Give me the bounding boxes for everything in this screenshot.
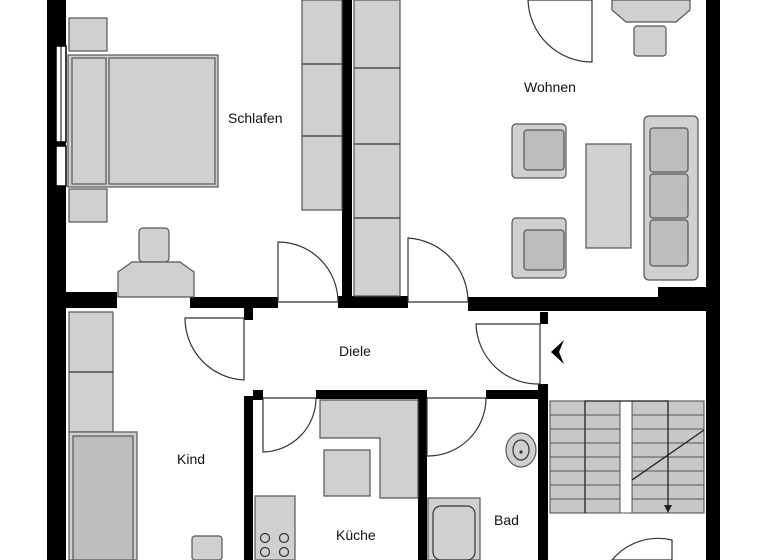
wall-entry-stub [540,312,548,324]
bathroom-sink-basin [512,439,530,461]
door-kueche [262,397,317,453]
room-label-kueche: Küche [336,527,376,543]
wall-diele-top-center [338,296,408,308]
stair-break-line [631,429,705,481]
door-kind [184,317,245,381]
dining-chair [633,25,667,57]
wall-schlafen-bottom-left [47,292,117,308]
wall-kind-top-stub [244,308,253,320]
bed-mattress [108,57,216,185]
door-wohnen [407,237,469,303]
wall-kueche-top [316,390,426,399]
sofa-cushion-1 [649,127,689,173]
room-kueche: Küche [254,399,419,560]
entrance-arrow-icon [551,340,564,364]
wall-bad-top [486,390,538,399]
nightstand-top [68,17,108,52]
outer-wall-right [706,0,720,560]
door-wohnen-top [527,0,593,63]
bathtub [427,497,481,560]
room-bad: Bad [427,432,537,560]
door-stair-lower [611,537,673,560]
sofa-cushion-2 [649,173,689,219]
coffee-table [585,143,632,249]
wall-wohnen-bottom [468,297,720,311]
stove-burner-3 [259,546,271,558]
wardrobe [301,0,343,211]
wall-bad-right [538,384,548,560]
staircase [549,400,705,560]
kitchen-table [323,449,371,497]
window-schlafen-2 [55,145,67,187]
stair-well [619,400,633,514]
stair-arrow-icon [664,505,672,513]
nightstand-bottom [68,188,108,223]
sofa-cushion-3 [649,219,689,267]
room-label-diele: Diele [339,343,371,359]
wall-schlafen-bottom-right [190,297,278,308]
room-label-wohnen: Wohnen [524,79,576,95]
armchair-top-seat [523,129,565,171]
room-diele: Diele [184,237,564,457]
room-label-bad: Bad [494,512,519,528]
windows [55,45,67,187]
room-label-schlafen: Schlafen [228,110,282,126]
wall-kind-right [244,396,253,560]
bathroom-sink-drain [519,450,523,454]
stove-burner-1 [259,532,271,544]
bathroom-sink [505,432,537,468]
bathtub-inner [432,505,476,560]
vanity-table [117,261,195,298]
door-schlafen [277,241,339,303]
door-bad [426,397,487,457]
bed-pillow-1 [71,57,107,185]
inner-wall-center [342,0,352,300]
kind-bed-mattress [72,435,134,560]
room-schlafen: Schlafen [67,0,343,298]
kind-stool [191,535,223,560]
room-wohnen: Wohnen [353,0,699,297]
kitchen-counter [319,399,419,499]
door-entrance [475,323,541,385]
living-cabinet [353,0,401,297]
armchair-bottom-seat [523,229,565,271]
room-label-kind: Kind [177,451,205,467]
wall-wohnen-corner [658,287,706,301]
dining-table [611,0,691,23]
stove-burner-4 [278,546,290,558]
wall-kueche-left-stub [253,390,263,400]
stove-burner-2 [278,532,290,544]
vanity-stool [138,227,170,263]
room-kind: Kind [68,311,223,560]
wall-kueche-bad [418,390,427,560]
